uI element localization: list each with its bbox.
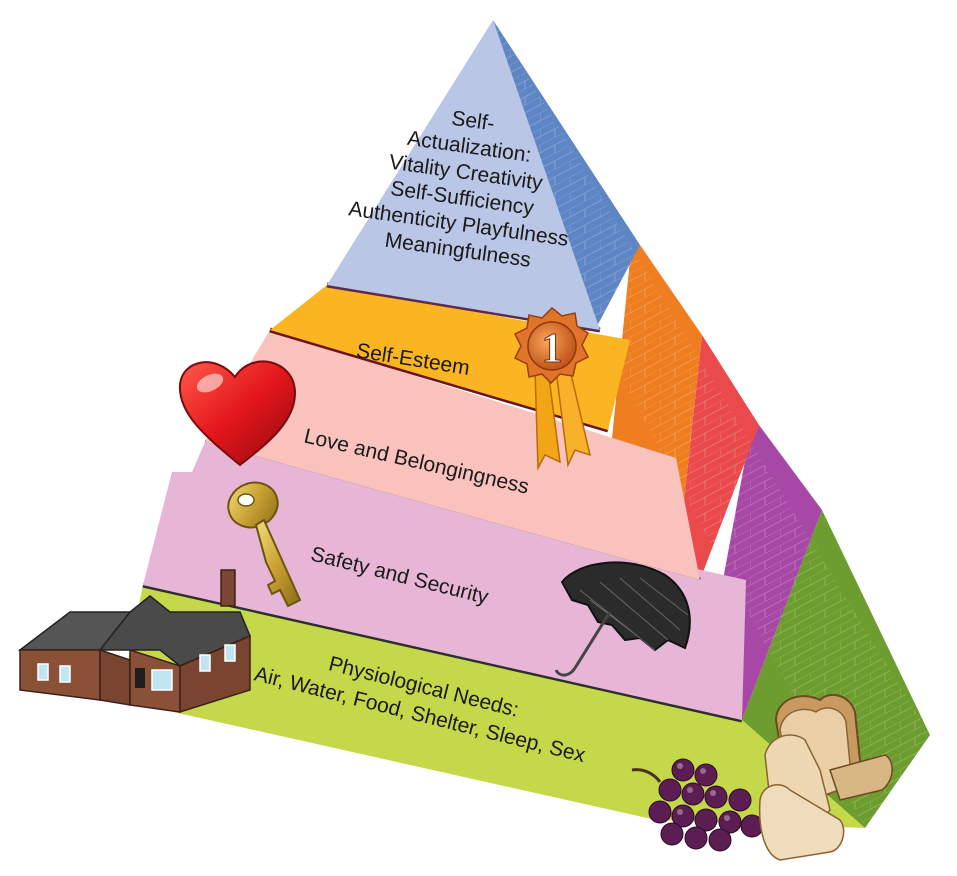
key-icon	[227, 481, 302, 608]
front-love	[205, 330, 700, 580]
medal-number: 1	[542, 326, 563, 372]
pyramid-front-faces	[120, 20, 865, 828]
front-self-actualization	[327, 20, 600, 330]
heart-icon	[178, 360, 297, 467]
grapes-icon	[631, 758, 764, 852]
ribbon-medal-icon: 1	[513, 306, 592, 471]
umbrella-icon	[554, 561, 691, 677]
house-icon	[17, 569, 251, 714]
bread-icon	[758, 693, 893, 861]
